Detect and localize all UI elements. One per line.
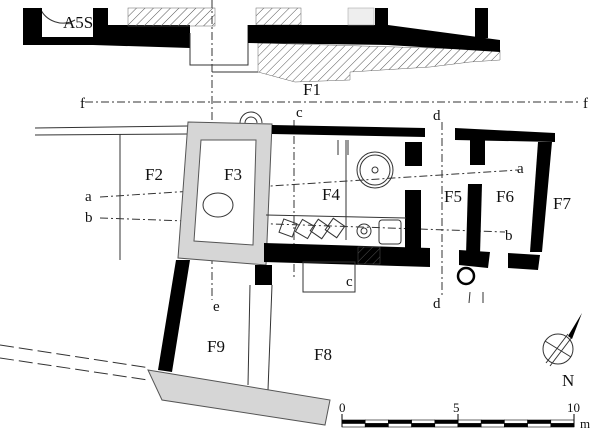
area-label-f6: F6 [496,187,514,206]
scale-segment [457,419,482,424]
area-label-f2: F2 [145,165,163,184]
area-label-f5: F5 [444,187,462,206]
scale-segment [527,419,552,424]
section-line-b [99,217,506,233]
scale-segment [480,419,505,424]
jar-feature [202,192,234,218]
scale-tick-10: 10 [567,400,580,415]
section-line-a [99,169,519,198]
north-label: N [562,371,574,390]
scale-segment [434,419,459,424]
north-arrow-icon [542,313,582,367]
area-label-f9: F9 [207,337,225,356]
scale-segment [527,423,552,428]
scale-segment [411,419,436,424]
main-complex [0,111,555,426]
area-label-f7: F7 [553,194,571,213]
area-label-f4: F4 [322,185,340,204]
scale-segment [388,423,412,428]
scale-unit: m [580,416,590,431]
scale-segment [480,423,505,428]
scale-segment [434,423,459,428]
scale-segment [364,423,389,428]
section-label-d-top: d [433,108,441,124]
kiln-tiles [278,217,346,240]
scale-segment [504,423,528,428]
section-label-d-bottom: d [433,296,441,312]
section-label-c-top: c [296,105,303,121]
scale-segment [341,423,366,428]
scale-segment [504,419,528,424]
scale-tick-0: 0 [339,400,346,415]
area-label-f1: F1 [303,80,321,99]
round-feature [356,151,394,189]
scale-segment [457,423,482,428]
scale-bar [341,414,575,428]
north-building-remains [23,7,501,83]
scale-segment [550,419,575,424]
scale-segment [411,423,436,428]
scale-segment [364,419,389,424]
section-label-b-left: b [85,210,93,226]
section-label-f-right: f [583,96,588,112]
section-label-a-left: a [85,189,92,205]
scale-tick-5: 5 [453,400,460,415]
section-label-a-right: a [517,161,524,177]
threshold-slab [147,369,331,426]
section-label-c-bottom: c [346,274,353,290]
area-label-a5s: A5S [63,13,93,32]
area-label-f8: F8 [314,345,332,364]
scale-segment [341,419,366,424]
section-label-b-right: b [505,228,513,244]
section-label-e: e [213,299,220,315]
scale-segment [388,419,412,424]
scale-segment [550,423,575,428]
section-label-f-left: f [80,96,85,112]
area-label-f3: F3 [224,165,242,184]
drain-icon [456,266,476,286]
